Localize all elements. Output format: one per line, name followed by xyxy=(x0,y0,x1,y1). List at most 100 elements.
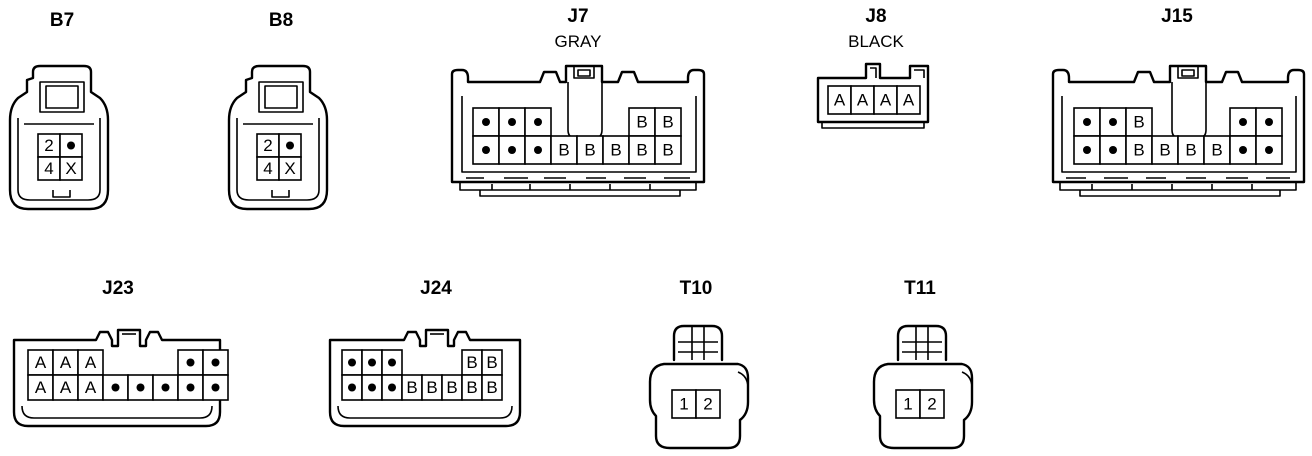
pin-label: B xyxy=(662,113,673,132)
pin-cell xyxy=(59,156,83,181)
pin-dot xyxy=(111,383,120,392)
pin-dot xyxy=(1109,118,1117,126)
connector-title: J15 xyxy=(1161,6,1193,27)
pin-cell xyxy=(671,389,697,419)
pin-cell xyxy=(654,107,682,137)
pin-label: B xyxy=(558,141,569,160)
pin-cell xyxy=(177,374,204,401)
pin-label: B xyxy=(486,353,497,372)
pin-label: B xyxy=(636,113,647,132)
pin-label: A xyxy=(857,91,869,110)
pin-dot xyxy=(534,118,542,126)
pin-dot xyxy=(388,383,396,392)
pin-label: B xyxy=(426,378,437,397)
pin-label: 4 xyxy=(263,159,272,178)
pin-cell xyxy=(102,374,129,401)
connector-subtitle: GRAY xyxy=(555,32,602,51)
pin-cell xyxy=(654,135,682,165)
pin-dot xyxy=(1083,118,1091,126)
pin-dot xyxy=(186,383,195,392)
pin-dot xyxy=(1109,146,1117,154)
pin-label: A xyxy=(60,378,72,397)
pin-label: B xyxy=(446,378,457,397)
pin-dot xyxy=(508,146,516,154)
pin-dot xyxy=(1083,146,1091,154)
pin-cell xyxy=(1151,135,1179,165)
pin-dot xyxy=(67,141,75,150)
pin-cell xyxy=(896,85,921,115)
connector-title: B7 xyxy=(50,10,74,31)
pin-label: 2 xyxy=(703,395,712,414)
connector-title: B8 xyxy=(269,10,293,31)
pin-cell xyxy=(481,374,503,401)
pin-dot xyxy=(508,118,516,126)
pin-dot xyxy=(1265,118,1273,126)
pin-dot xyxy=(388,358,396,367)
pin-cell xyxy=(602,135,630,165)
pin-label: B xyxy=(466,378,477,397)
connector-title: J24 xyxy=(420,278,452,299)
pin-dot xyxy=(534,146,542,154)
pin-label: B xyxy=(1159,141,1170,160)
pin-dot xyxy=(482,118,490,126)
pin-dot xyxy=(161,383,170,392)
pin-dot xyxy=(1239,146,1247,154)
pin-cell xyxy=(550,135,578,165)
pin-cell xyxy=(278,156,302,181)
pin-label: 2 xyxy=(927,395,936,414)
pin-dot xyxy=(286,141,294,150)
pin-dot xyxy=(136,383,145,392)
pin-cell xyxy=(576,135,604,165)
pin-cell xyxy=(77,374,104,401)
pin-label: 1 xyxy=(903,395,912,414)
pin-label: B xyxy=(1211,141,1222,160)
connector-title: T10 xyxy=(680,278,713,299)
pin-label: A xyxy=(880,91,892,110)
pin-label: X xyxy=(65,159,76,178)
pin-dot xyxy=(348,383,356,392)
pin-label: B xyxy=(406,378,417,397)
pin-label: A xyxy=(85,353,97,372)
pin-dot xyxy=(1265,146,1273,154)
pin-cell xyxy=(524,135,552,165)
pin-dot xyxy=(482,146,490,154)
pin-label: A xyxy=(834,91,846,110)
pin-dot xyxy=(348,358,356,367)
pin-label: B xyxy=(1133,113,1144,132)
pin-dot xyxy=(211,383,220,392)
pin-cell xyxy=(1125,107,1153,137)
pin-label: 4 xyxy=(44,159,53,178)
pin-label: A xyxy=(35,353,47,372)
connector-title: J23 xyxy=(102,278,134,299)
pin-label: B xyxy=(466,353,477,372)
pin-label: B xyxy=(610,141,621,160)
pin-dot xyxy=(368,358,376,367)
pin-dot xyxy=(186,358,195,367)
pin-dot xyxy=(368,383,376,392)
pin-label: B xyxy=(636,141,647,160)
connector-subtitle: BLACK xyxy=(848,32,904,51)
connector-title: T11 xyxy=(904,278,936,299)
pin-cell xyxy=(1255,107,1283,137)
pin-label: A xyxy=(35,378,47,397)
pin-label: A xyxy=(85,378,97,397)
pin-label: B xyxy=(584,141,595,160)
pin-label: 2 xyxy=(44,136,53,155)
